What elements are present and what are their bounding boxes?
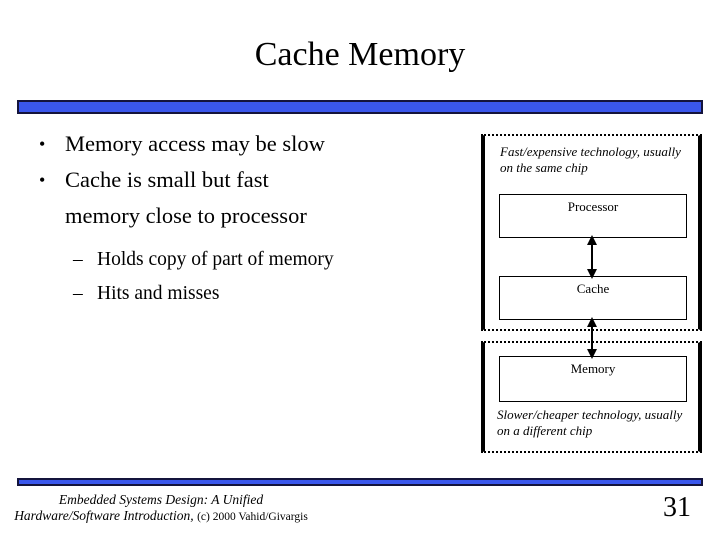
footer-citation: Embedded Systems Design: A Unified Hardw… [0, 492, 322, 525]
processor-cache-arrow [587, 235, 597, 279]
title-divider-bar [17, 100, 703, 114]
cache-label: Cache [576, 281, 610, 296]
processor-label: Processor [567, 199, 619, 214]
off-chip-boundary: Memory Slower/cheaper technology, usuall… [481, 341, 702, 453]
sub-bullet-marker: – [73, 249, 83, 270]
footer-divider-bar [17, 478, 703, 486]
cache-box: Cache [499, 276, 687, 320]
bus-arrows [587, 235, 597, 359]
on-chip-boundary: Fast/expensive technology, usually on th… [481, 134, 702, 331]
sub-bullet-text: Holds copy of part of memory [97, 249, 334, 270]
sub-bullet-item: – Hits and misses [73, 277, 475, 311]
bullet-list: • Memory access may be slow • Cache is s… [35, 126, 475, 311]
bullet-text: Cache is small but fast memory close to … [65, 167, 307, 228]
fast-technology-caption: Fast/expensive technology, usually on th… [500, 144, 681, 175]
bullet-item: • Cache is small but fast memory close t… [35, 162, 475, 234]
sub-bullet-list: – Holds copy of part of memory – Hits an… [73, 243, 475, 311]
bullet-text: Memory access may be slow [65, 131, 325, 156]
sub-bullet-text: Hits and misses [97, 283, 220, 304]
slow-technology-caption: Slower/cheaper technology, usually on a … [497, 407, 683, 438]
bullet-item: • Memory access may be slow [35, 126, 475, 162]
book-title-line2: Hardware/Software Introduction, [14, 508, 194, 523]
sub-bullet-item: – Holds copy of part of memory [73, 243, 475, 277]
book-title-line1: Embedded Systems Design: A Unified [58, 492, 264, 507]
page-title: Cache Memory [254, 36, 466, 73]
sub-bullet-marker: – [73, 283, 83, 304]
memory-label: Memory [570, 361, 616, 376]
cache-memory-arrow [587, 317, 597, 359]
bullet-marker: • [39, 134, 46, 154]
bullet-marker: • [39, 170, 46, 190]
page-number: 31 [663, 492, 691, 523]
memory-box: Memory [499, 356, 687, 402]
copyright-text: (c) 2000 Vahid/Givargis [197, 511, 308, 523]
processor-box: Processor [499, 194, 687, 238]
